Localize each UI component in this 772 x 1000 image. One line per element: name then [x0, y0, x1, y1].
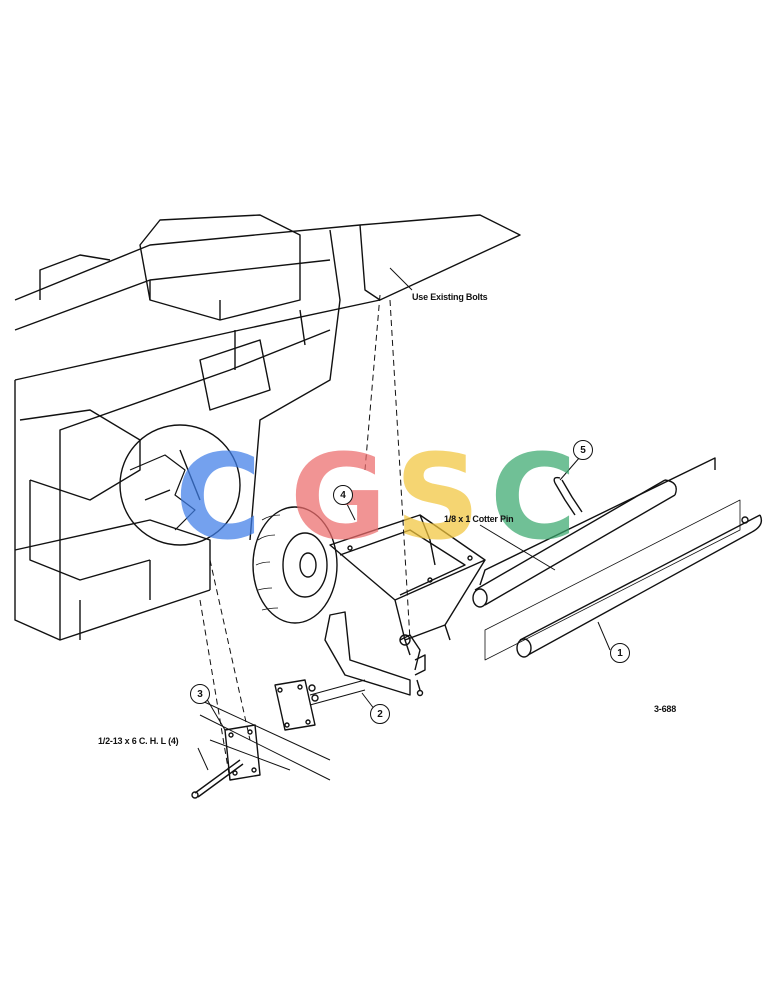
- watermark-letter-c1: C: [175, 428, 262, 566]
- callout-5: 5: [573, 440, 593, 460]
- bolt: [191, 759, 244, 799]
- callout-4: 4: [333, 485, 353, 505]
- label-cotter-pin: 1/8 x 1 Cotter Pin: [444, 514, 514, 524]
- figure-id: 3-688: [654, 704, 677, 714]
- machine-frame: [14, 214, 521, 641]
- hitch-bar: [484, 499, 763, 661]
- callout-1: 1: [610, 643, 630, 663]
- mounting-plate: [224, 679, 366, 781]
- watermark-letter-s: S: [395, 428, 480, 566]
- u-bracket: [324, 611, 426, 697]
- tube-upper: [472, 457, 716, 608]
- callout-2: 2: [370, 704, 390, 724]
- label-bolt-spec: 1/2-13 x 6 C. H. L (4): [98, 736, 179, 746]
- mounting-bracket: [329, 514, 486, 656]
- label-use-existing-bolts: Use Existing Bolts: [412, 292, 488, 302]
- wheel: [252, 506, 338, 624]
- watermark-letter-c2: C: [490, 428, 577, 566]
- callout-3: 3: [190, 684, 210, 704]
- hitch-pin: [553, 476, 583, 516]
- detail-circle: [119, 424, 241, 546]
